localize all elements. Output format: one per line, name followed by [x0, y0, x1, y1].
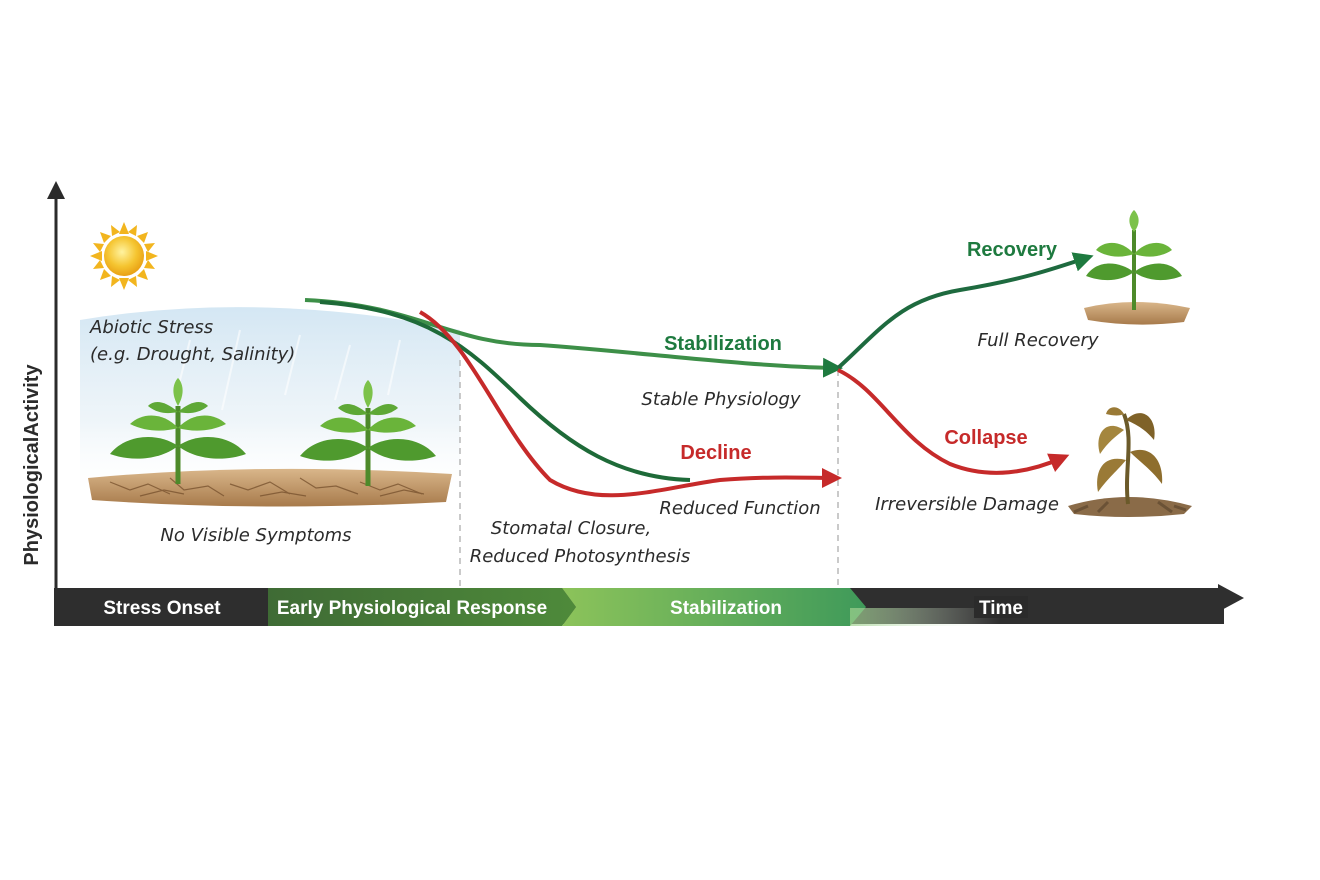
healthy-plant-icon	[300, 380, 436, 486]
time-axis-arrowhead	[1218, 584, 1244, 612]
sky-background	[80, 307, 460, 500]
fade-band	[850, 608, 1000, 626]
collapse-label: Collapse	[944, 427, 1027, 449]
cracked-soil-icon	[88, 468, 452, 507]
abiotic-stress-label: Abiotic Stress	[89, 317, 213, 338]
healthy-plant-icon	[110, 378, 246, 484]
stomatal-closure-label: Stomatal Closure,	[491, 518, 651, 539]
healthy-plant-icon	[1084, 210, 1190, 325]
reduced-function-label: Reduced Function	[659, 498, 820, 519]
phase-stress-onset: Stress Onset	[103, 598, 221, 619]
time-label-bg	[974, 596, 1028, 618]
decline-curve-green	[319, 300, 691, 482]
y-axis-label: PhysiologicalActivity	[21, 364, 43, 566]
wilted-plant-icon	[1068, 407, 1192, 517]
sun-icon	[90, 222, 158, 290]
full-recovery-label: Full Recovery	[977, 330, 1098, 351]
recovery-curve	[836, 252, 1094, 370]
early-response-band	[268, 588, 576, 626]
collapse-curve	[837, 368, 1070, 475]
stable-physiology-label: Stable Physiology	[641, 389, 800, 410]
stabilization-curve-label: Stabilization	[664, 333, 782, 355]
stabilization-band	[562, 588, 866, 626]
phase-early-response: Early Physiological Response	[277, 598, 547, 619]
no-symptoms-label: No Visible Symptoms	[160, 525, 351, 546]
x-axis-label: Time	[979, 598, 1023, 619]
reduced-photosynthesis-label: Reduced Photosynthesis	[470, 546, 691, 567]
decline-curve	[419, 310, 842, 498]
decline-label: Decline	[680, 442, 751, 464]
recovery-label: Recovery	[967, 239, 1058, 261]
irreversible-damage-label: Irreversible Damage	[875, 494, 1059, 515]
stress-onset-band	[54, 588, 268, 626]
phase-stabilization: Stabilization	[670, 598, 782, 619]
abiotic-stress-examples: (e.g. Drought, Salinity)	[90, 344, 295, 365]
